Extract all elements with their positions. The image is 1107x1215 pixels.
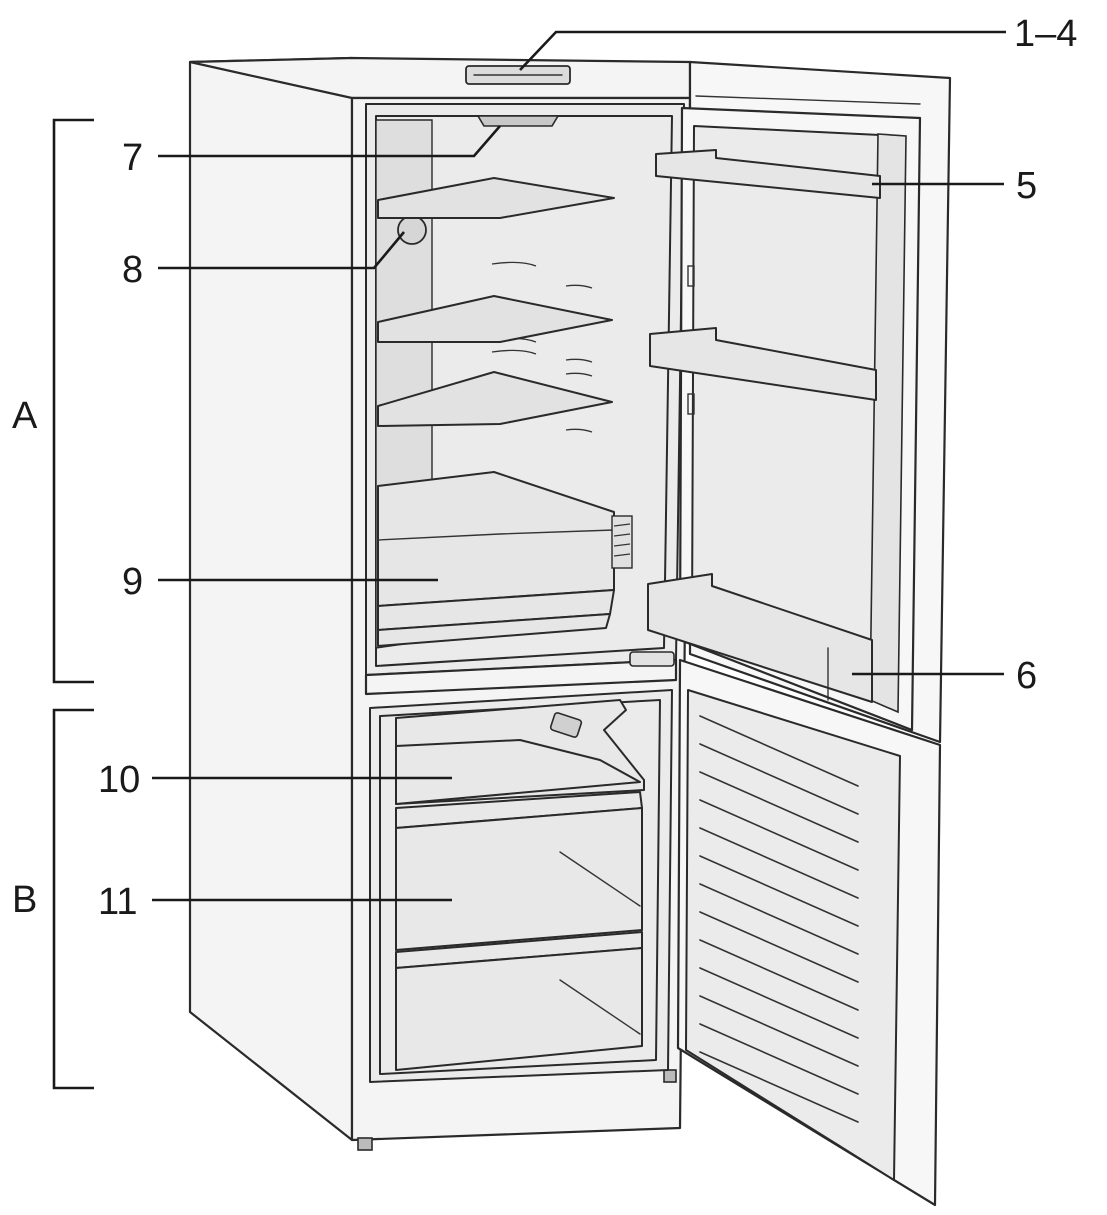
label-7: 7 (122, 137, 143, 179)
label-6: 6 (1016, 655, 1037, 697)
label-10: 10 (98, 759, 140, 801)
ventilator (397, 215, 427, 245)
glass-shelf-1 (377, 177, 615, 219)
label-5: 5 (1016, 165, 1037, 207)
control-panel (465, 65, 571, 85)
bracket-a (52, 118, 94, 684)
leader-line-8 (158, 231, 405, 270)
label-1-4: 1–4 (1014, 13, 1077, 55)
door-rack-top (655, 149, 881, 199)
fridge-compartment (365, 103, 685, 676)
door-bin-bottom (647, 573, 873, 703)
bracket-b (52, 708, 94, 1090)
cabinet-side-panel (188, 56, 354, 1142)
fridge-door (647, 60, 952, 744)
glass-shelf-2 (377, 295, 613, 343)
freezer-drawer-1 (395, 807, 643, 951)
freezer-door (676, 658, 942, 1207)
label-11: 11 (98, 881, 137, 923)
label-8: 8 (122, 249, 143, 291)
door-rack-middle (649, 327, 877, 401)
glass-shelf-3 (377, 371, 613, 427)
freezer-drawer-2 (395, 947, 643, 1071)
cabinet-foot-left (357, 1137, 373, 1151)
label-compartment-a: A (12, 395, 38, 437)
leader-lines (152, 30, 1006, 902)
interior-light (476, 115, 560, 127)
leader-line-7 (158, 125, 501, 158)
leader-line-1-4 (519, 30, 1006, 71)
freezer-compartment (369, 689, 673, 1083)
label-9: 9 (122, 561, 143, 603)
cabinet-foot-right (663, 1069, 677, 1083)
label-compartment-b: B (12, 879, 37, 921)
